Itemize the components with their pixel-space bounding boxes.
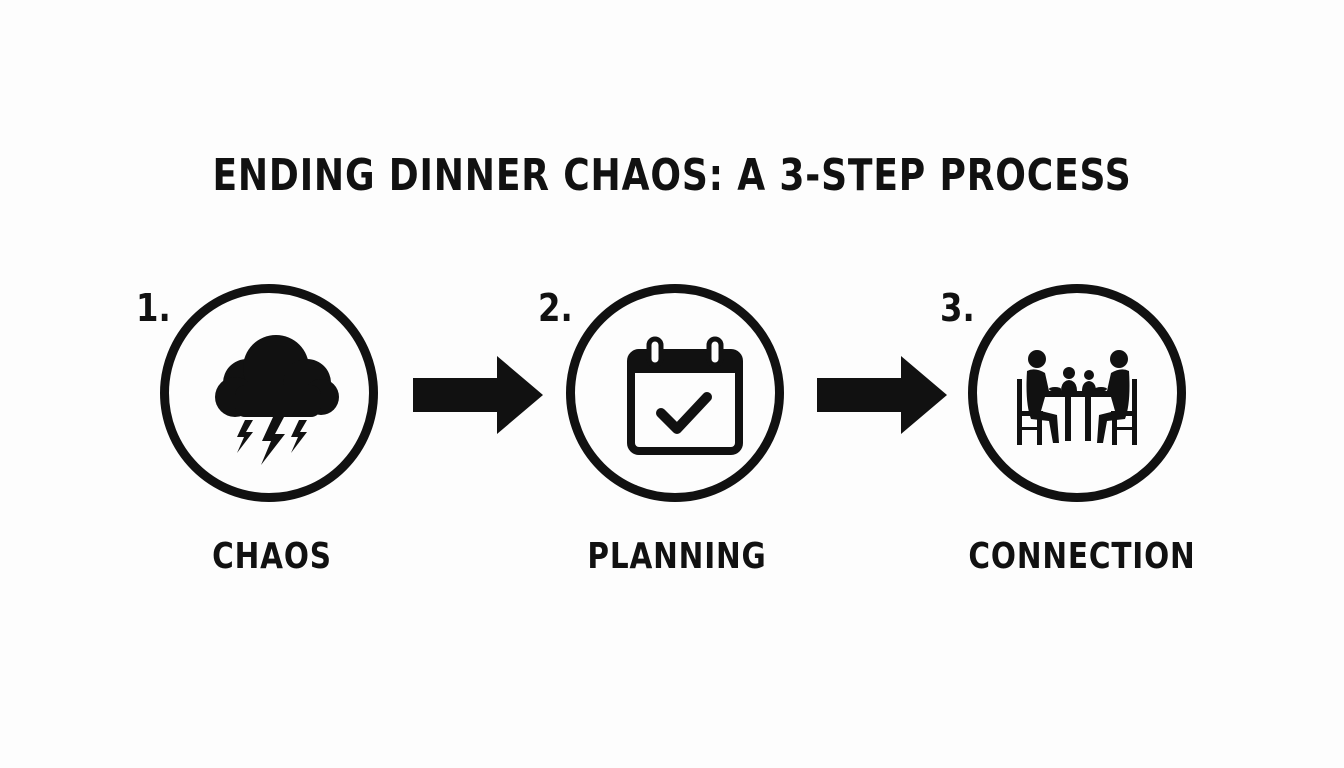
calendar-check-icon bbox=[627, 336, 743, 455]
step-3-number: 3. bbox=[940, 286, 975, 330]
storm-cloud-icon bbox=[215, 335, 339, 465]
step-2-label: PLANNING bbox=[587, 536, 767, 577]
step-1-label: CHAOS bbox=[212, 536, 332, 577]
step-2-number: 2. bbox=[538, 286, 573, 330]
step-3-label: CONNECTION bbox=[968, 536, 1196, 577]
step-1-circle bbox=[160, 284, 378, 502]
step-2-circle bbox=[566, 284, 784, 502]
page-title: ENDING DINNER CHAOS: A 3-STEP PROCESS bbox=[212, 150, 1132, 201]
step-1-number: 1. bbox=[136, 286, 171, 330]
arrow-right-icon bbox=[413, 356, 543, 434]
arrow-right-icon bbox=[817, 356, 947, 434]
family-dinner-icon bbox=[1017, 350, 1137, 445]
step-3-circle bbox=[968, 284, 1186, 502]
